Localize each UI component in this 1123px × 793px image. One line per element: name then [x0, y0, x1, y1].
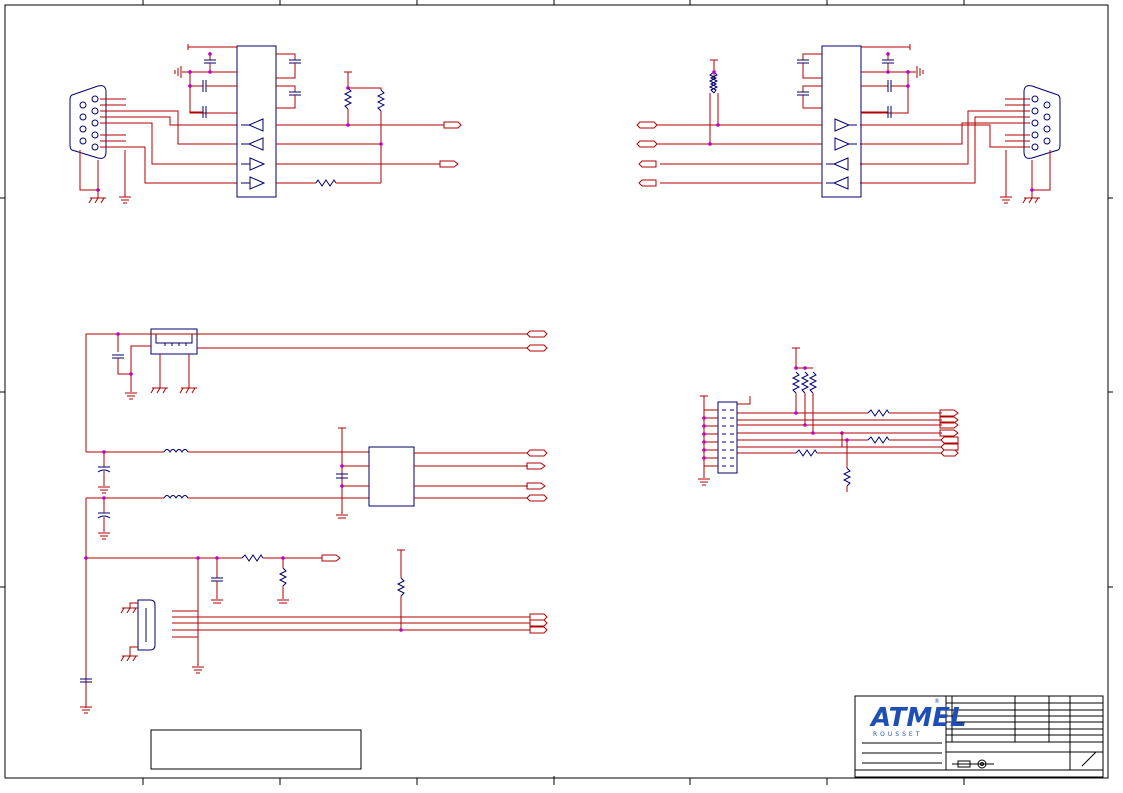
ground-symbol — [80, 706, 92, 714]
regulator-ic — [368, 446, 415, 507]
port-label — [940, 436, 959, 444]
port-label — [939, 409, 959, 417]
port-label — [636, 140, 658, 148]
db9-connector-left — [69, 85, 107, 159]
ground-symbol — [1000, 196, 1012, 204]
port-label — [636, 121, 658, 129]
ground-symbol — [698, 478, 710, 486]
atmel-logo: ATMEL — [869, 703, 967, 733]
db9-connector-right — [1023, 85, 1061, 159]
ground-symbol — [277, 599, 289, 604]
port-label — [443, 121, 462, 129]
rs232-right-block — [636, 44, 1061, 204]
ground-symbol — [88, 197, 106, 204]
title-block: ATMEL ® ROUSSET — [854, 695, 1104, 778]
inductor — [163, 449, 189, 453]
port-label — [529, 613, 548, 621]
port-label — [526, 494, 548, 502]
port-label — [526, 344, 548, 352]
ground-symbol — [211, 599, 223, 604]
ground-symbol — [98, 532, 110, 540]
usb-block — [85, 328, 548, 452]
power-block — [85, 427, 548, 708]
port-label — [939, 421, 959, 429]
note-box — [150, 729, 362, 770]
rs232-left-block — [69, 44, 462, 204]
line-driver-ic-right — [821, 45, 862, 198]
port-label — [638, 160, 657, 168]
port-label — [526, 449, 548, 457]
port-label — [321, 554, 341, 562]
port-label — [939, 429, 959, 437]
port-label — [526, 330, 548, 338]
ground-symbol — [150, 387, 168, 394]
usb-connector — [150, 328, 198, 355]
jtag-header-block — [698, 347, 959, 492]
port-label — [940, 443, 959, 451]
ground-symbol — [119, 196, 131, 204]
port-label — [526, 482, 546, 490]
ground-symbol — [192, 666, 204, 674]
ground-symbol — [1022, 197, 1040, 204]
atmel-logo-registered: ® — [934, 698, 943, 705]
port-label — [638, 179, 657, 187]
line-driver-ic-left — [236, 45, 277, 198]
ground-symbol — [125, 392, 137, 400]
ground-symbol — [98, 486, 110, 494]
ground-symbol — [336, 514, 348, 519]
port-label — [529, 626, 548, 634]
ground-symbol — [120, 607, 138, 614]
reset-block — [80, 549, 548, 714]
atmel-logo-subtitle: ROUSSET — [873, 731, 922, 738]
port-label — [940, 449, 959, 457]
jtag-header-connector — [717, 401, 738, 474]
jtag-connector — [137, 599, 156, 651]
ground-symbol — [120, 655, 138, 662]
port-label — [529, 619, 548, 627]
atmel-logo-bg — [857, 698, 944, 740]
inductor — [163, 495, 189, 499]
port-label — [439, 160, 459, 168]
port-label — [526, 462, 546, 470]
ground-symbol — [179, 387, 197, 394]
